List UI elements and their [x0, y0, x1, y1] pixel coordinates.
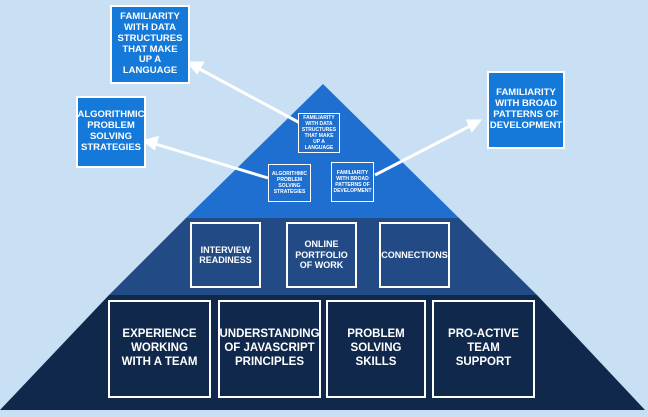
box-algorithmic-strategies: Algorithmic problem solving strategies [268, 164, 311, 202]
arrow-algorithmic [151, 141, 269, 180]
arrowhead-patterns [465, 119, 483, 133]
box-team-support: Pro-active team support [432, 300, 535, 398]
box-team-experience: Experience working with a team [108, 300, 211, 398]
arrowhead-language [185, 61, 205, 75]
arrowhead-algorithmic [141, 135, 160, 151]
arrow-patterns [374, 123, 473, 177]
box-connections: Connections [379, 222, 450, 288]
box-online-portfolio: Online portfolio of work [286, 222, 357, 288]
box-broad-patterns: Familiarity with broad patterns of devel… [331, 162, 374, 202]
box-problem-solving: Problem solving skills [326, 300, 426, 398]
box-javascript-principles: Understanding of JavaScript principles [218, 300, 321, 398]
box-language-data-structures: Familiarity with data structures that ma… [298, 113, 340, 153]
box-interview-readiness: Interview readiness [190, 222, 261, 288]
arrow-language [195, 65, 301, 125]
callout-broad-patterns: Familiarity with broad patterns of devel… [487, 71, 565, 149]
callout-algorithmic-strategies: Algorithmic problem solving strategies [76, 96, 146, 168]
callout-language-data-structures: Familiarity with data structures that ma… [110, 5, 190, 84]
pyramid-base-tier [0, 295, 645, 410]
